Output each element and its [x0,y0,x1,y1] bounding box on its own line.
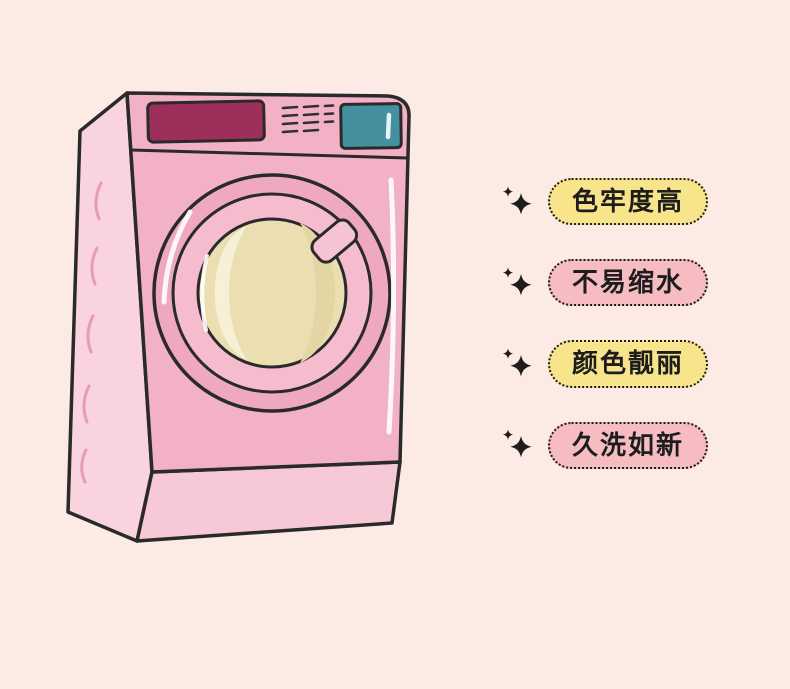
feature-badge: 久洗如新 [548,421,709,469]
control-panel-divider [129,148,410,160]
control-display [146,99,266,144]
feature-row: 不易缩水 [500,259,709,307]
machine-base [135,460,402,543]
glass-highlight [214,226,247,360]
side-texture-lines [80,181,103,484]
door-handle-notch [310,218,359,264]
feature-row: 色牢度高 [500,178,709,226]
sparkle-icon [502,429,532,458]
sparkle-icon [502,348,532,377]
feature-badge: 不易缩水 [548,259,709,307]
features-list: 色牢度高 不易缩水 颜色靓丽 久洗如新 [500,178,709,469]
control-button-mark [385,112,392,140]
control-dash-details [281,104,335,134]
door-glass [196,217,348,369]
feature-row: 久洗如新 [500,421,709,469]
sparkle-icon [502,186,532,214]
feature-badge: 色牢度高 [548,178,709,226]
highlight-strokes [161,177,397,435]
feature-row: 颜色靓丽 [500,340,709,388]
control-buttons-panel [339,102,403,150]
sparkle-icon [502,267,532,296]
feature-badge: 颜色靓丽 [548,340,709,388]
